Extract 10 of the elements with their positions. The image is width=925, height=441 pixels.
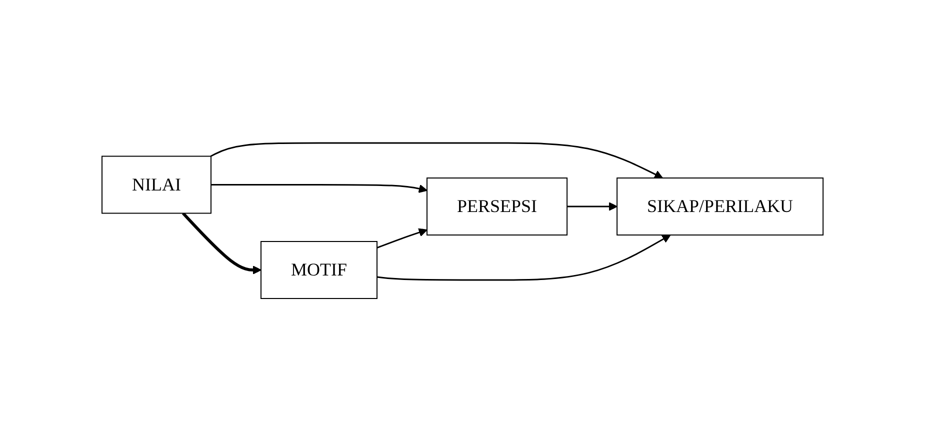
node-box: SIKAP/PERILAKU bbox=[616, 177, 824, 236]
arrow bbox=[567, 202, 618, 211]
node-box: MOTIF bbox=[260, 240, 378, 299]
arrow bbox=[210, 184, 428, 193]
arrow bbox=[376, 228, 428, 248]
arrow bbox=[182, 212, 262, 274]
arrow bbox=[210, 142, 663, 178]
arrow bbox=[376, 234, 671, 280]
node-box: PERSEPSI bbox=[426, 177, 568, 236]
node-box: NILAI bbox=[101, 156, 212, 214]
